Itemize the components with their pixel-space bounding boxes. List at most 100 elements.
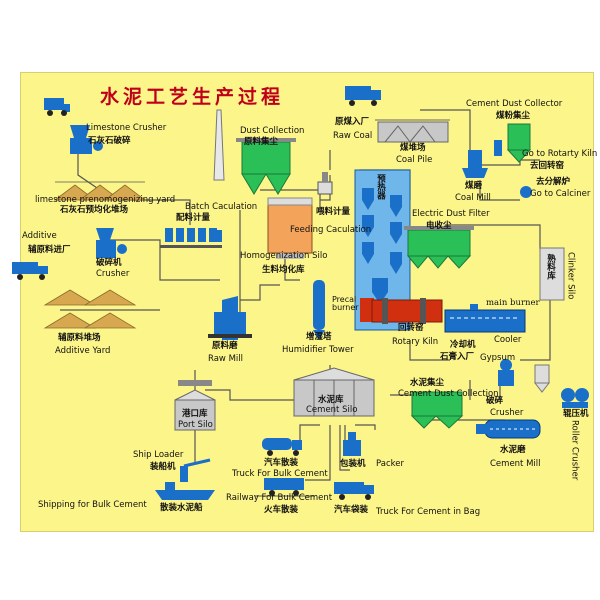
label-cement-silo-en: Cement Silo bbox=[306, 405, 358, 415]
gypsum-silo bbox=[533, 364, 551, 393]
label-ship-loader-en: Ship Loader bbox=[133, 450, 184, 460]
label-cement-dust-cn: 水泥集尘 bbox=[410, 378, 445, 388]
label-raw-coal-en: Raw Coal bbox=[333, 131, 373, 141]
label-additive-yard-cn: 辅原料堆场 bbox=[58, 333, 101, 343]
humidifier-tower bbox=[313, 280, 325, 340]
label-homog-cn: 生料均化库 bbox=[262, 265, 305, 275]
label-to-calciner-en: Go to Calciner bbox=[530, 189, 591, 199]
label-coal-pile-en: Coal Pile bbox=[396, 155, 433, 165]
label-railway-en: Railway For Bulk Cement bbox=[226, 493, 333, 503]
label-roller-en: Roller Crusher bbox=[569, 420, 580, 481]
label-limestone-crusher-en: Limestone Crusher bbox=[86, 123, 167, 133]
bulk-ship bbox=[155, 482, 215, 500]
coal-pile bbox=[375, 119, 450, 143]
label-truck-bag-cn: 汽车袋装 bbox=[334, 505, 369, 515]
feeding-unit bbox=[317, 172, 333, 195]
cement-mill bbox=[476, 419, 541, 439]
raw-dust-collector bbox=[236, 138, 296, 195]
additive-piles bbox=[43, 289, 137, 329]
limestone-piles bbox=[53, 181, 147, 201]
label-preheater-cn: 预热器 bbox=[375, 174, 386, 200]
label-coal-dust-cn: 煤粉集尘 bbox=[496, 111, 531, 121]
label-cement-mill-cn: 水泥磨 bbox=[500, 445, 526, 455]
label-clinker-cn: 熟料库 bbox=[545, 254, 556, 280]
limestone-crusher bbox=[70, 125, 103, 154]
label-to-calciner-cn: 去分解炉 bbox=[536, 177, 571, 187]
homogenization-silo bbox=[267, 197, 313, 259]
label-crusher2-cn: 破碎 bbox=[486, 396, 504, 406]
label-coal-pile-cn: 煤堆场 bbox=[400, 143, 426, 153]
label-limestone-crusher-cn: 石灰石破碎 bbox=[88, 136, 131, 146]
label-dust-collection-en: Dust Collection bbox=[240, 126, 305, 136]
coal-mill bbox=[462, 140, 502, 178]
label-batch-en: Batch Caculation bbox=[185, 202, 258, 212]
label-port-silo-en: Port Silo bbox=[178, 420, 213, 430]
label-feeding-cn: 喂料计量 bbox=[316, 207, 351, 217]
label-additive-yard-en: Additive Yard bbox=[55, 346, 111, 356]
label-additive-cn: 辅原料进厂 bbox=[28, 245, 71, 255]
label-additive-en: Additive bbox=[22, 231, 57, 241]
label-truck-bulk-en: Truck For Bulk Cement bbox=[232, 469, 328, 479]
label-cement-silo-cn: 水泥库 bbox=[318, 395, 344, 405]
bulk-truck bbox=[262, 438, 302, 456]
label-roller-cn: 辊压机 bbox=[563, 409, 589, 419]
label-precal-en: Precal burner bbox=[332, 295, 359, 312]
label-packer-en: Packer bbox=[376, 459, 404, 469]
label-clinker-en: Clinker Silo bbox=[565, 252, 576, 300]
label-ship-bulk-en: Shipping for Bulk Cement bbox=[38, 500, 147, 510]
ship-loader bbox=[180, 458, 211, 482]
label-railway-cn: 火车散装 bbox=[264, 505, 299, 515]
bag-truck bbox=[334, 482, 374, 500]
label-crusher2-en: Crusher bbox=[490, 408, 524, 418]
coal-dust-collector bbox=[506, 123, 532, 163]
additive-truck bbox=[12, 262, 48, 280]
label-main-burner-en: main burner bbox=[486, 298, 540, 308]
label-limestone-yard-cn: 石灰石预均化堆场 bbox=[60, 205, 129, 215]
label-cement-mill-en: Cement Mill bbox=[490, 459, 541, 469]
label-rotary-kiln-cn: 回转窑 bbox=[398, 323, 424, 333]
cement-silo bbox=[293, 367, 375, 417]
gypsum-crusher bbox=[498, 359, 514, 386]
label-coal-mill-en: Coal Mill bbox=[455, 193, 491, 203]
label-to-kiln-en: Go to Rotarty Kiln bbox=[522, 149, 598, 159]
label-ship-loader-cn: 装船机 bbox=[150, 462, 176, 472]
label-limestone-yard-en: limestone prenomogenizing yard bbox=[35, 195, 176, 205]
packer bbox=[343, 432, 361, 456]
limestone-truck bbox=[44, 98, 70, 116]
railway-wagon bbox=[255, 478, 315, 497]
label-crusher-cn: 破碎机 bbox=[96, 258, 122, 268]
label-cement-dust-collector-en: Cement Dust Collector bbox=[466, 99, 563, 109]
batch-scale bbox=[210, 230, 222, 242]
label-homog-en: Homogenization Silo bbox=[240, 251, 328, 261]
diagram-title: 水泥工艺生产过程 bbox=[100, 86, 285, 108]
cement-dust-collector bbox=[410, 391, 464, 429]
label-dust-collection-cn: 原料集尘 bbox=[244, 137, 279, 147]
label-raw-mill-en: Raw Mill bbox=[208, 354, 244, 364]
coal-fan bbox=[520, 186, 532, 198]
label-humidifier-en: Humidifier Tower bbox=[282, 345, 354, 355]
raw-mill bbox=[208, 296, 252, 340]
label-batch-cn: 配料计量 bbox=[176, 213, 211, 223]
coal-truck bbox=[345, 86, 381, 106]
label-edf-cn: 电收尘 bbox=[426, 221, 452, 231]
label-coal-mill-cn: 煤磨 bbox=[465, 181, 483, 191]
label-humidifier-cn: 增湿塔 bbox=[306, 332, 332, 342]
rotary-kiln bbox=[371, 298, 443, 324]
label-feeding-en: Feeding Caculation bbox=[290, 225, 372, 235]
label-port-silo-cn: 港口库 bbox=[182, 409, 208, 419]
roller-crusher bbox=[561, 388, 589, 408]
label-rotary-kiln-en: Rotary Kiln bbox=[392, 337, 439, 347]
label-packer-cn: 包装机 bbox=[340, 459, 366, 469]
electric-dust-filter bbox=[404, 226, 474, 269]
label-truck-bag-en: Truck For Cement in Bag bbox=[376, 507, 481, 517]
label-gypsum-en: Gypsum bbox=[480, 353, 516, 363]
label-cement-dust-en: Cement Dust Collection bbox=[398, 389, 499, 399]
label-crusher-en: Crusher bbox=[96, 269, 130, 279]
label-raw-mill-cn: 原料磨 bbox=[212, 341, 238, 351]
label-ship-bulk-cn: 散装水泥船 bbox=[160, 503, 203, 513]
label-edf-en: Electric Dust Filter bbox=[412, 209, 490, 219]
port-silo bbox=[174, 380, 216, 431]
additive-crusher bbox=[96, 228, 127, 258]
label-gypsum-cn: 石膏入厂 bbox=[440, 352, 475, 362]
label-to-kiln-cn: 去回转窑 bbox=[530, 161, 565, 171]
